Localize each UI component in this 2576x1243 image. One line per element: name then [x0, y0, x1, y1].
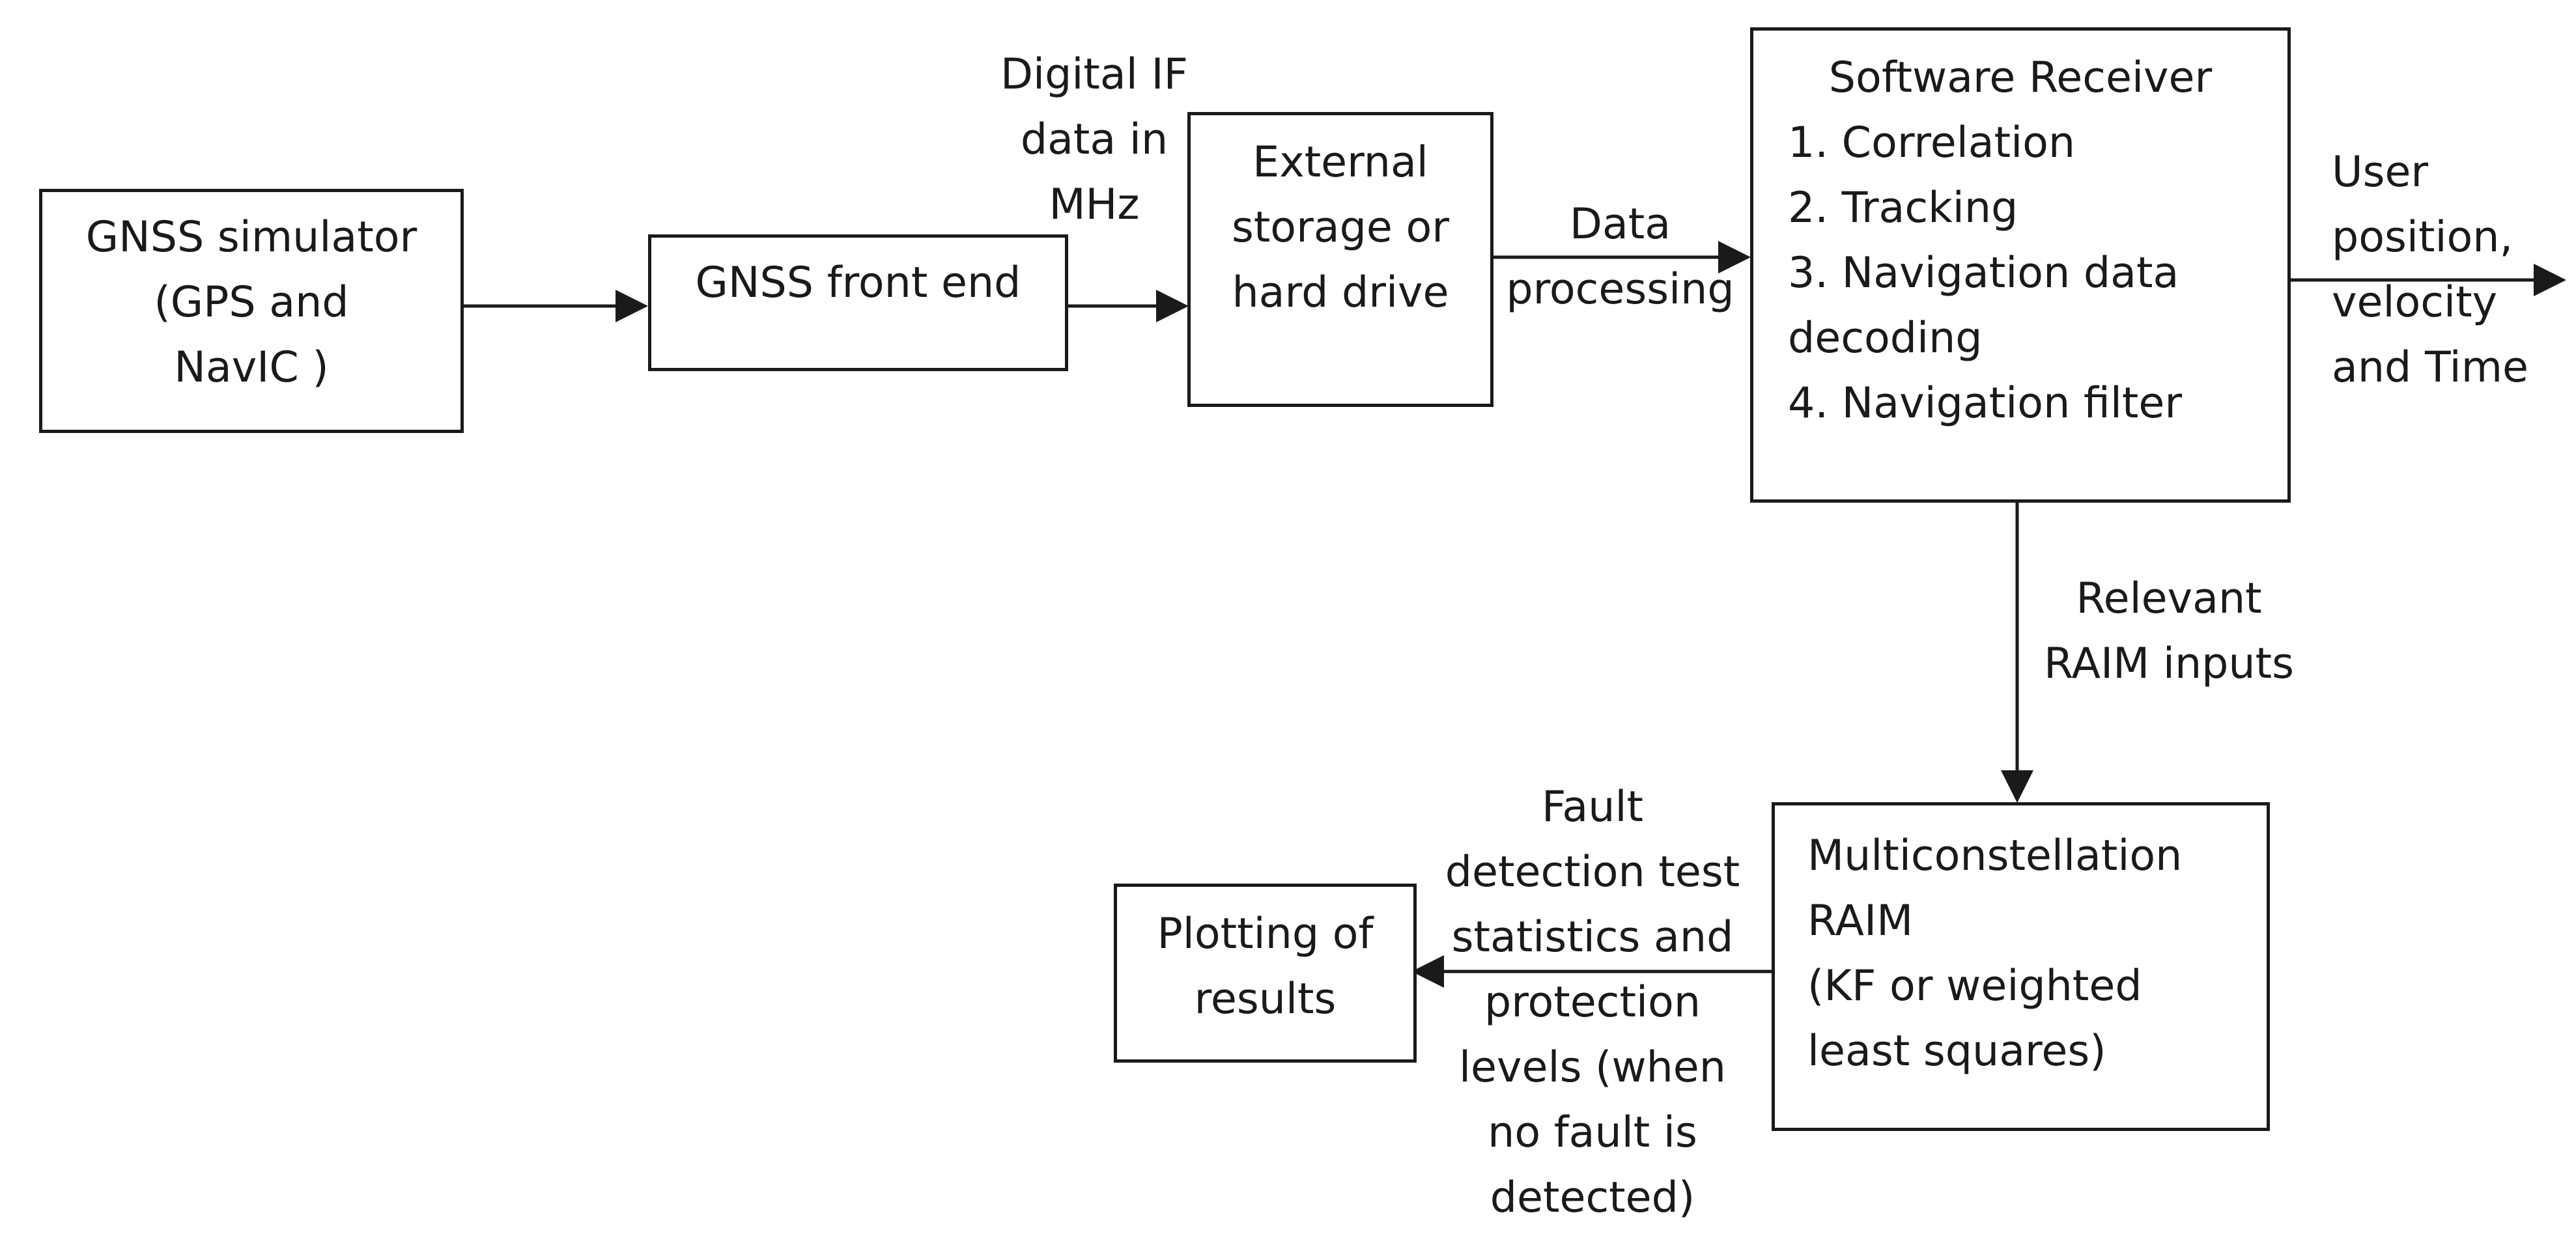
software-receiver-item-tracking: 2. Tracking: [1788, 184, 2018, 232]
external-storage-line-2: storage or: [1231, 203, 1450, 252]
external-storage-line-1: External: [1253, 138, 1428, 187]
digital-if-label-line-1: Digital IF: [1000, 50, 1189, 99]
software-receiver-item-navigation-filter: 4. Navigation filter: [1788, 379, 2183, 428]
plotting-line-2: results: [1194, 975, 1337, 1024]
raim-line-3: (KF or weighted: [1807, 962, 2142, 1011]
fault-detection-label-line-1: Fault: [1542, 783, 1643, 831]
fault-detection-label-line-5: levels (when: [1459, 1043, 1726, 1092]
software-receiver-item-decoding: decoding: [1788, 314, 1983, 363]
software-receiver-title: Software Receiver: [1828, 53, 2213, 102]
gnss-simulator-line-1: GNSS simulator: [85, 213, 418, 262]
raim-line-4: least squares): [1807, 1027, 2106, 1076]
raim-inputs-label-line-2: RAIM inputs: [2044, 639, 2294, 688]
raim-box: [1772, 802, 2270, 1131]
data-processing-label-line-2: processing: [1506, 265, 1734, 314]
raim-line-1: Multiconstellation: [1807, 831, 2183, 880]
user-position-label-line-4: and Time: [2332, 343, 2529, 392]
fault-detection-label-line-4: protection: [1484, 978, 1701, 1027]
fault-detection-label-line-7: detected): [1490, 1173, 1695, 1222]
software-receiver-box: [1750, 27, 2291, 503]
software-receiver-item-navigation-data: 3. Navigation data: [1788, 249, 2179, 298]
raim-line-2: RAIM: [1807, 897, 1914, 945]
data-processing-label-line-1: Data: [1569, 200, 1671, 249]
gnss-simulator-line-3: NavIC ): [174, 343, 329, 392]
plotting-box: [1114, 884, 1417, 1063]
external-storage-box: [1187, 112, 1493, 407]
gnss-front-end-label: GNSS front end: [695, 258, 1021, 307]
fault-detection-label-line-2: detection test: [1445, 848, 1740, 897]
user-position-label-line-2: position,: [2332, 213, 2513, 262]
software-receiver-item-correlation: 1. Correlation: [1788, 119, 2076, 167]
gnss-simulator-line-2: (GPS and: [154, 278, 349, 327]
user-position-label-line-3: velocity: [2332, 278, 2498, 327]
gnss-front-end-box: [648, 234, 1068, 371]
external-storage-line-3: hard drive: [1232, 268, 1449, 317]
fault-detection-label-line-6: no fault is: [1488, 1108, 1697, 1157]
gnss-simulator-box: [39, 189, 464, 433]
fault-detection-label-line-3: statistics and: [1451, 913, 1734, 962]
digital-if-label-line-2: data in: [1020, 115, 1168, 164]
plotting-line-1: Plotting of: [1157, 910, 1374, 958]
user-position-label-line-1: User: [2332, 148, 2429, 197]
digital-if-label-line-3: MHz: [1049, 180, 1140, 229]
raim-inputs-label-line-1: Relevant: [2076, 574, 2262, 623]
